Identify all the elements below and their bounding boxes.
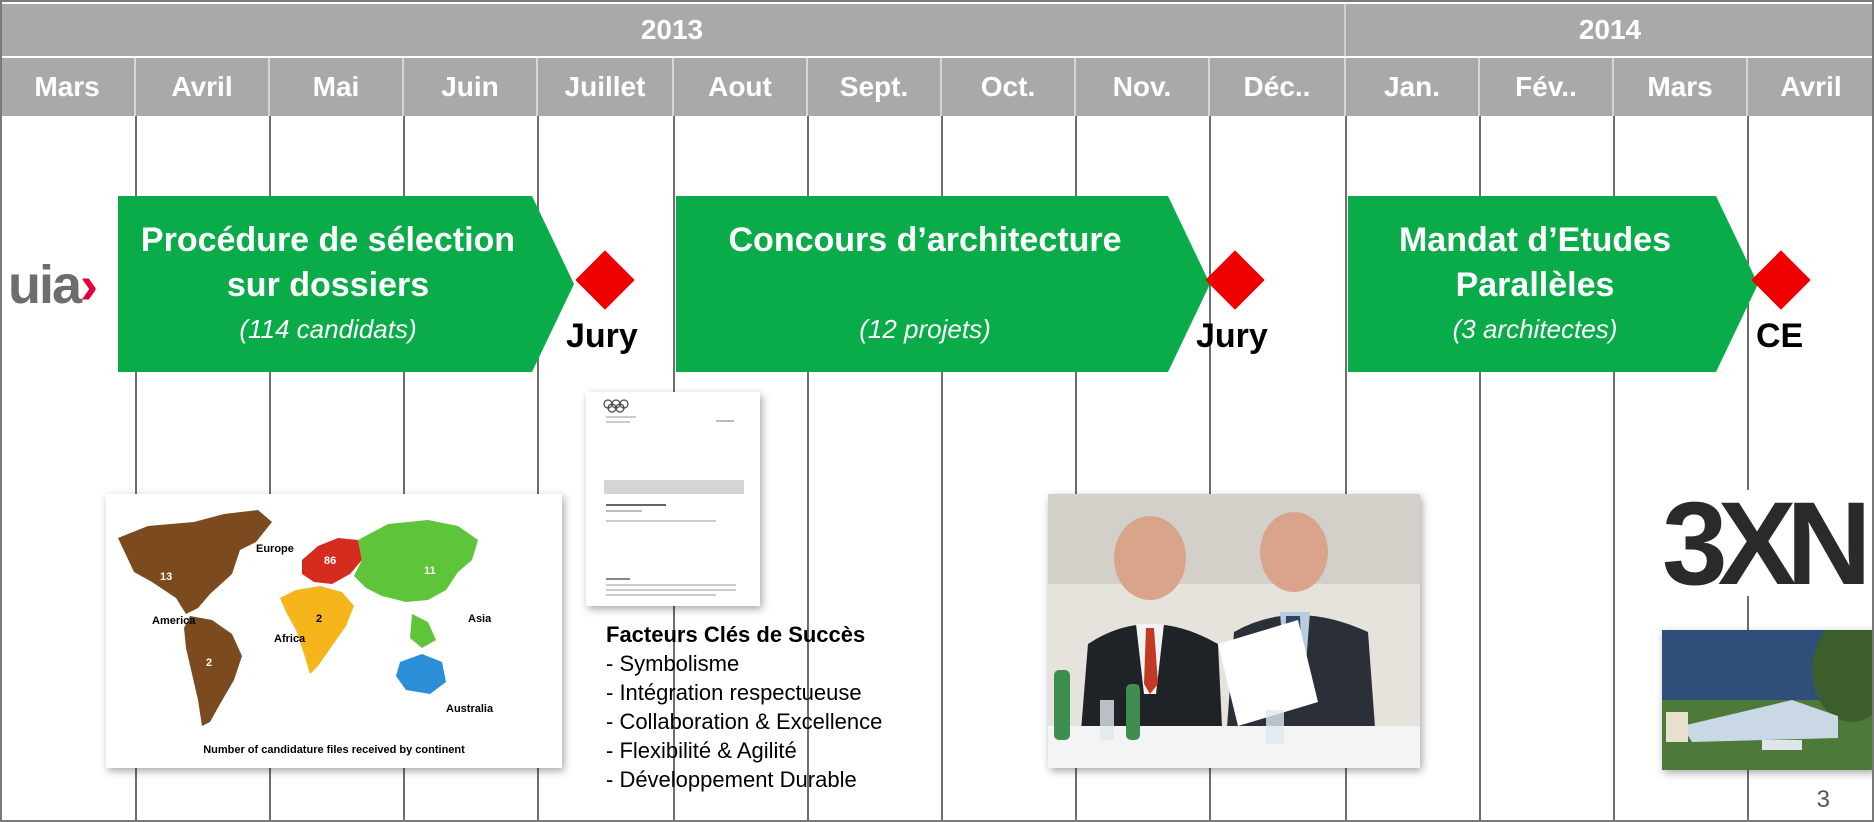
map-count-africa: 2 <box>316 613 322 625</box>
milestone-label: Jury <box>566 317 638 355</box>
phase-subtitle: (114 candidats) <box>239 314 417 344</box>
month-divider <box>537 116 539 822</box>
map-count-south-america: 2 <box>206 657 212 669</box>
map-label-america: America <box>152 615 196 627</box>
key-factor-item: - Intégration respectueuse <box>606 680 862 705</box>
year-2014-cell: 2014 <box>1578 14 1642 45</box>
milestone-label: Jury <box>1196 317 1268 355</box>
month-divider <box>1075 116 1077 822</box>
key-factor-item: - Flexibilité & Agilité <box>606 738 797 763</box>
uia-logo: uia› <box>8 255 98 315</box>
phase-title-line1: Mandat d’Etudes <box>1398 221 1672 259</box>
page-number: 3 <box>1816 786 1830 813</box>
milestone-diamond-icon <box>1205 250 1265 310</box>
milestone-diamond-icon <box>575 250 635 310</box>
map-label-africa: Africa <box>274 633 306 645</box>
month-divider <box>1747 116 1749 822</box>
3xn-logo-text: 3XN <box>1662 490 1872 596</box>
phase-subtitle: (12 projets) <box>859 314 991 344</box>
month-divider <box>1209 116 1211 822</box>
map-count-asia: 11 <box>424 565 436 577</box>
key-factors-heading: Facteurs Clés de Succès <box>606 622 866 647</box>
phase-title-line2: sur dossiers <box>226 266 430 304</box>
month-fev: Fév.. <box>1480 58 1614 116</box>
month-juillet: Juillet <box>538 58 674 116</box>
key-factor-item: - Collaboration & Excellence <box>606 709 883 734</box>
month-nov: Nov. <box>1076 58 1210 116</box>
3xn-logo: 3XN <box>1660 490 1874 596</box>
phase-subtitle: (3 architectes) <box>1452 314 1618 344</box>
map-count-europe: 86 <box>324 555 336 567</box>
map-caption: Number of candidature files received by … <box>203 744 465 756</box>
meeting-photo <box>1048 494 1420 768</box>
month-divider <box>403 116 405 822</box>
month-avril-2014: Avril <box>1780 71 1842 102</box>
month-mars-2014: Mars <box>1614 58 1748 116</box>
month-sept: Sept. <box>808 58 942 116</box>
year-2013-cell: 2013 <box>0 4 1346 56</box>
month-divider <box>1479 116 1481 822</box>
milestone-label: CE <box>1756 317 1804 355</box>
phase-mandat-arrow: Mandat d’Etudes Parallèles (3 architecte… <box>1348 196 1758 372</box>
month-dec: Déc.. <box>1210 58 1346 116</box>
document-thumbnail <box>586 392 760 606</box>
month-divider <box>269 116 271 822</box>
year-header-bar: 2013 2014 <box>0 4 1874 56</box>
month-divider <box>1345 116 1347 822</box>
month-jan: Jan. <box>1346 58 1480 116</box>
phase-selection-arrow: Procédure de sélection sur dossiers (114… <box>118 196 574 372</box>
olympic-rings-icon <box>603 399 629 413</box>
month-divider <box>807 116 809 822</box>
month-mai: Mai <box>270 58 404 116</box>
key-factor-item: - Développement Durable <box>606 767 857 792</box>
map-label-australia: Australia <box>446 703 494 715</box>
map-count-north-america: 13 <box>160 571 172 583</box>
phase-title-line2: Parallèles <box>1455 266 1615 304</box>
month-oct: Oct. <box>942 58 1076 116</box>
key-success-factors: Facteurs Clés de Succès - Symbolisme - I… <box>606 620 882 794</box>
month-divider <box>1613 116 1615 822</box>
month-juin: Juin <box>404 58 538 116</box>
phase-concours-arrow: Concours d’architecture (12 projets) <box>676 196 1210 372</box>
milestone-diamond-icon <box>1751 250 1811 310</box>
phase-title-line1: Concours d’architecture <box>728 221 1122 259</box>
map-label-asia: Asia <box>468 613 492 625</box>
month-divider <box>941 116 943 822</box>
key-factor-item: - Symbolisme <box>606 651 740 676</box>
map-label-europe: Europe <box>256 543 294 555</box>
building-rendering-image <box>1662 630 1874 770</box>
month-mars-2013: Mars <box>0 58 136 116</box>
world-map-image: 13 2 America Europe 86 11 Asia Africa 2 … <box>106 494 562 768</box>
month-aout: Aout <box>674 58 808 116</box>
month-avril-2013: Avril <box>136 58 270 116</box>
uia-chevron-icon: › <box>80 255 98 315</box>
month-header-bar: Mars Avril Mai Juin Juillet Aout Sept. O… <box>0 58 1874 116</box>
phase-title-line1: Procédure de sélection <box>140 221 516 259</box>
month-divider <box>135 116 137 822</box>
